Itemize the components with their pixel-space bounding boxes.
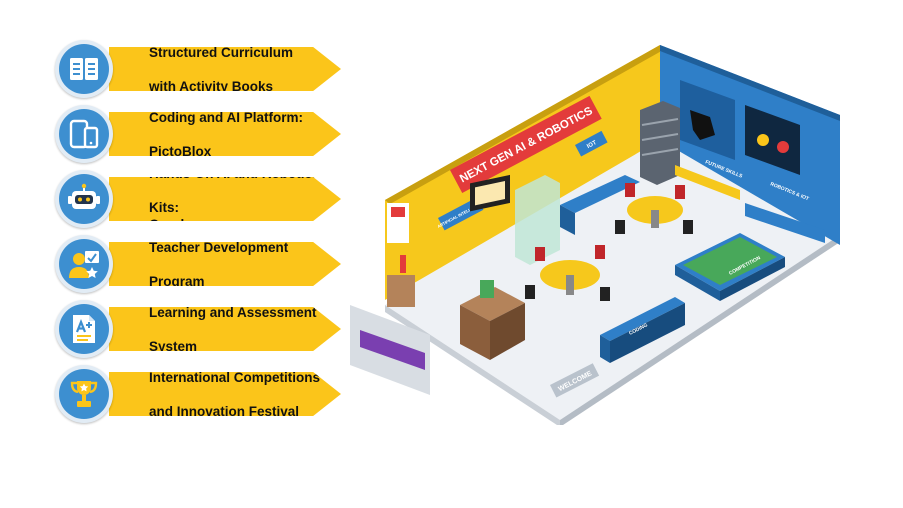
fire-extinguisher: [400, 255, 406, 273]
feature-line2: Kits:: [149, 200, 179, 215]
feature-line2: and Innovation Festival: [149, 403, 300, 419]
robotics-screen: [745, 105, 800, 175]
feature-line2-link: PictoBlox: [149, 143, 212, 159]
classroom-illustration: NEXT GEN AI & ROBOTICS ARTIFICIAL INTELL…: [350, 45, 840, 425]
feature-competitions: International Competitions and Innovation…: [55, 365, 345, 423]
feature-banner: Coding and AI Platform: PictoBlox: [109, 112, 341, 156]
feature-line1: International Competitions: [149, 369, 321, 385]
feature-line1: Hands-On AI and Robotics: [149, 166, 320, 181]
round-table-2: [525, 245, 610, 301]
feature-icon-badge: [55, 300, 113, 358]
grade-document-icon: [73, 315, 95, 343]
devices-icon: [69, 119, 99, 149]
feature-icon-badge: [55, 365, 113, 423]
feature-icon-badge: [55, 235, 113, 293]
feature-line2: Program: [149, 273, 205, 289]
teacher-desk: [460, 280, 525, 360]
iot-sign-text: IOT: [586, 140, 598, 150]
feature-line2-link: Quarky: [149, 217, 196, 232]
feature-line2: with Activity Books: [149, 78, 274, 94]
feature-curriculum: Structured Curriculum with Activity Books: [55, 40, 345, 98]
feature-banner: Structured Curriculum with Activity Books: [109, 47, 341, 91]
feature-icon-badge: [55, 170, 113, 228]
feature-icon-badge: [55, 105, 113, 163]
teacher-icon: [69, 251, 99, 278]
corner-counter: [745, 203, 825, 243]
trophy-icon: [70, 381, 98, 407]
storage-rack: [640, 101, 680, 185]
right-counter: [675, 165, 740, 200]
coding-desk: CODING: [600, 297, 685, 363]
welcome-mat: [550, 363, 600, 398]
wall-banner: [450, 95, 602, 193]
feature-banner: International Competitions and Innovation…: [109, 372, 341, 416]
feature-line1: Teacher Development: [149, 239, 289, 255]
robot-icon: [68, 183, 100, 209]
bookshelf: [387, 275, 415, 307]
display-cabinet: [515, 175, 560, 265]
feature-platform: Coding and AI Platform: PictoBlox: [55, 105, 345, 163]
round-table-1: [615, 183, 693, 234]
feature-line2: System: [149, 338, 198, 354]
feature-line1: Coding and AI Platform:: [149, 109, 303, 125]
iot-sign: [575, 130, 608, 157]
feature-icon-badge: [55, 40, 113, 98]
book-icon: [70, 58, 98, 80]
feature-line1: Structured Curriculum: [149, 44, 294, 60]
feature-line1: Learning and Assessment: [149, 304, 317, 320]
competition-arena: COMPETITION: [675, 233, 785, 301]
back-counter: [560, 175, 640, 213]
